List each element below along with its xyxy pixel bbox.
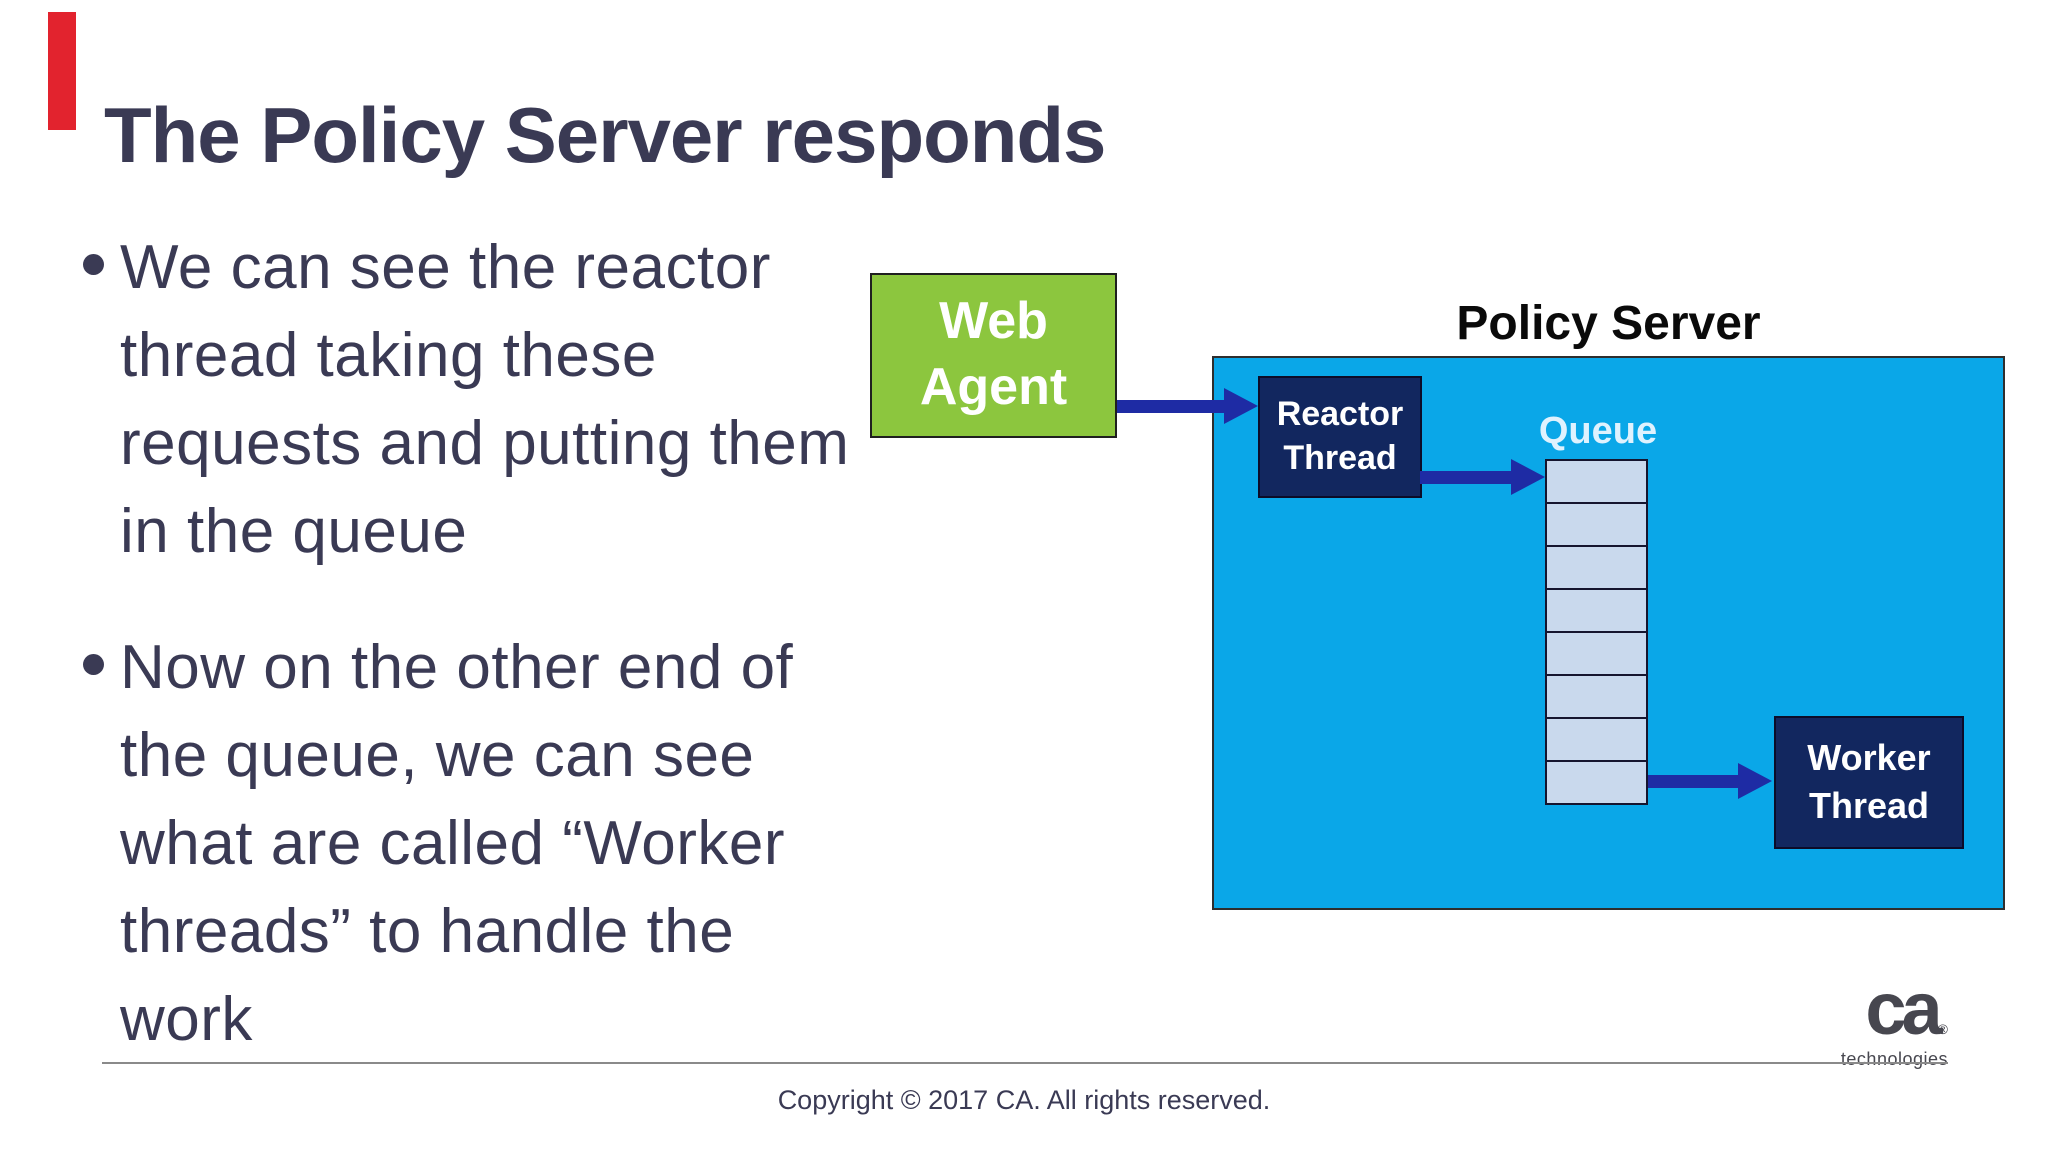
reactor-thread-label: Reactor — [1276, 395, 1404, 433]
bullet-text: Now on the other end of the queue, we ca… — [120, 624, 793, 1064]
bullet-line: thread taking these — [120, 321, 657, 390]
queue-cell — [1547, 461, 1646, 502]
reactor-thread-box: Reactor Thread — [1258, 376, 1422, 498]
bullet-line: Now on the other end of — [120, 633, 794, 702]
ca-logo-subtext: technologies — [1840, 1049, 1948, 1069]
queue-cell — [1547, 674, 1646, 717]
queue-cell — [1547, 588, 1646, 631]
bullet-dot — [83, 654, 104, 675]
bullet-line: threads” to handle the — [120, 897, 735, 966]
copyright-text: Copyright © 2017 CA. All rights reserved… — [777, 1085, 1271, 1115]
reactor-thread-label: Thread — [1283, 439, 1397, 477]
ca-logo-mark: ca — [1865, 967, 1942, 1050]
bullet-item-2: Now on the other end of the queue, we ca… — [83, 624, 793, 1064]
arrowhead-icon — [1224, 388, 1258, 424]
worker-thread-box: Worker Thread — [1774, 716, 1964, 849]
red-marker — [48, 12, 76, 130]
footer-divider — [102, 1062, 1948, 1064]
bullet-line: requests and putting them — [120, 409, 850, 478]
arrow-webagent-to-reactor — [1113, 400, 1224, 413]
queue-cell — [1547, 631, 1646, 674]
bullet-text: We can see the reactor thread taking the… — [120, 224, 849, 576]
bullet-line: work — [120, 985, 253, 1054]
web-agent-box: Web Agent — [870, 273, 1117, 438]
bullet-line: the queue, we can see — [120, 721, 755, 790]
bullet-line: what are called “Worker — [120, 809, 786, 878]
bullet-line: We can see the reactor — [120, 233, 771, 302]
ca-technologies-logo: ca® technologies — [1840, 967, 1948, 1069]
arrow-reactor-to-queue — [1420, 471, 1511, 484]
queue-label: Queue — [1538, 410, 1658, 452]
worker-thread-label: Thread — [1808, 785, 1930, 826]
queue-cell — [1547, 717, 1646, 760]
web-agent-label: Agent — [919, 358, 1068, 416]
registered-mark-icon: ® — [1937, 1021, 1948, 1037]
bullet-line: in the queue — [120, 497, 468, 566]
queue-stack — [1545, 459, 1648, 805]
arrowhead-icon — [1511, 459, 1545, 495]
bullet-dot — [83, 254, 104, 275]
bullet-item-1: We can see the reactor thread taking the… — [83, 224, 849, 576]
queue-cell — [1547, 760, 1646, 803]
worker-thread-label: Worker — [1807, 737, 1931, 778]
arrow-queue-to-worker — [1648, 775, 1738, 788]
queue-cell — [1547, 545, 1646, 588]
diagram-title: Policy Server — [1456, 297, 1761, 350]
web-agent-label: Web — [939, 292, 1048, 350]
arrowhead-icon — [1738, 763, 1772, 799]
slide-title: The Policy Server responds — [104, 91, 1106, 180]
queue-cell — [1547, 502, 1646, 545]
